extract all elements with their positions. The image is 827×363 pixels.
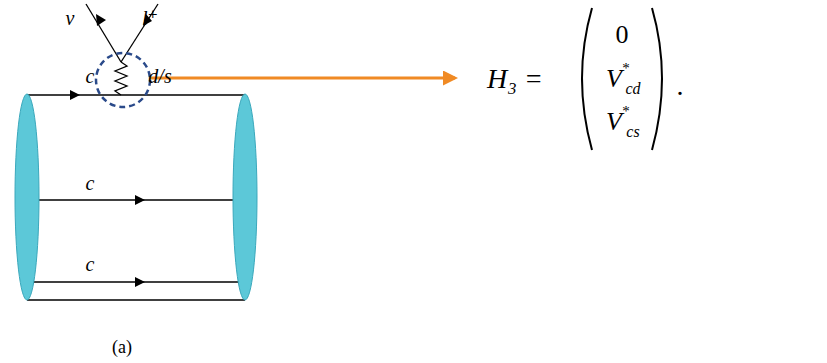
quark-label: c — [86, 254, 95, 274]
quark-arrow — [70, 90, 80, 100]
subscript: cs — [626, 124, 639, 140]
box-line — [27, 299, 245, 301]
superscript: * — [622, 104, 630, 119]
matrix-entry: 0 — [616, 22, 629, 48]
matrix-name: H₃ = — [487, 65, 543, 93]
quark-arrow — [135, 277, 145, 287]
neutrino-line — [86, 4, 121, 62]
hadron-cap — [233, 94, 257, 300]
matrix-entry: V — [606, 109, 622, 135]
left-paren — [582, 8, 592, 150]
quark-label: d/s — [148, 66, 171, 86]
vertex-circle — [96, 53, 150, 107]
w-boson — [115, 62, 127, 95]
panel-label: (a) — [112, 338, 132, 356]
pointer-arrow — [150, 77, 455, 80]
quark-arrow — [135, 195, 145, 205]
right-paren — [652, 8, 662, 150]
matrix-entry: V — [606, 66, 622, 92]
quark-line — [27, 94, 245, 96]
superscript: * — [622, 61, 630, 76]
particle-label: l⁺ — [142, 8, 158, 28]
subscript: cd — [625, 81, 640, 97]
punctuation: . — [677, 72, 684, 100]
quark-label: c — [86, 173, 95, 193]
hadron-cap — [15, 94, 39, 300]
quark-label: c — [86, 66, 95, 86]
particle-label: ν — [66, 8, 75, 28]
lepton-arrow — [96, 14, 106, 26]
